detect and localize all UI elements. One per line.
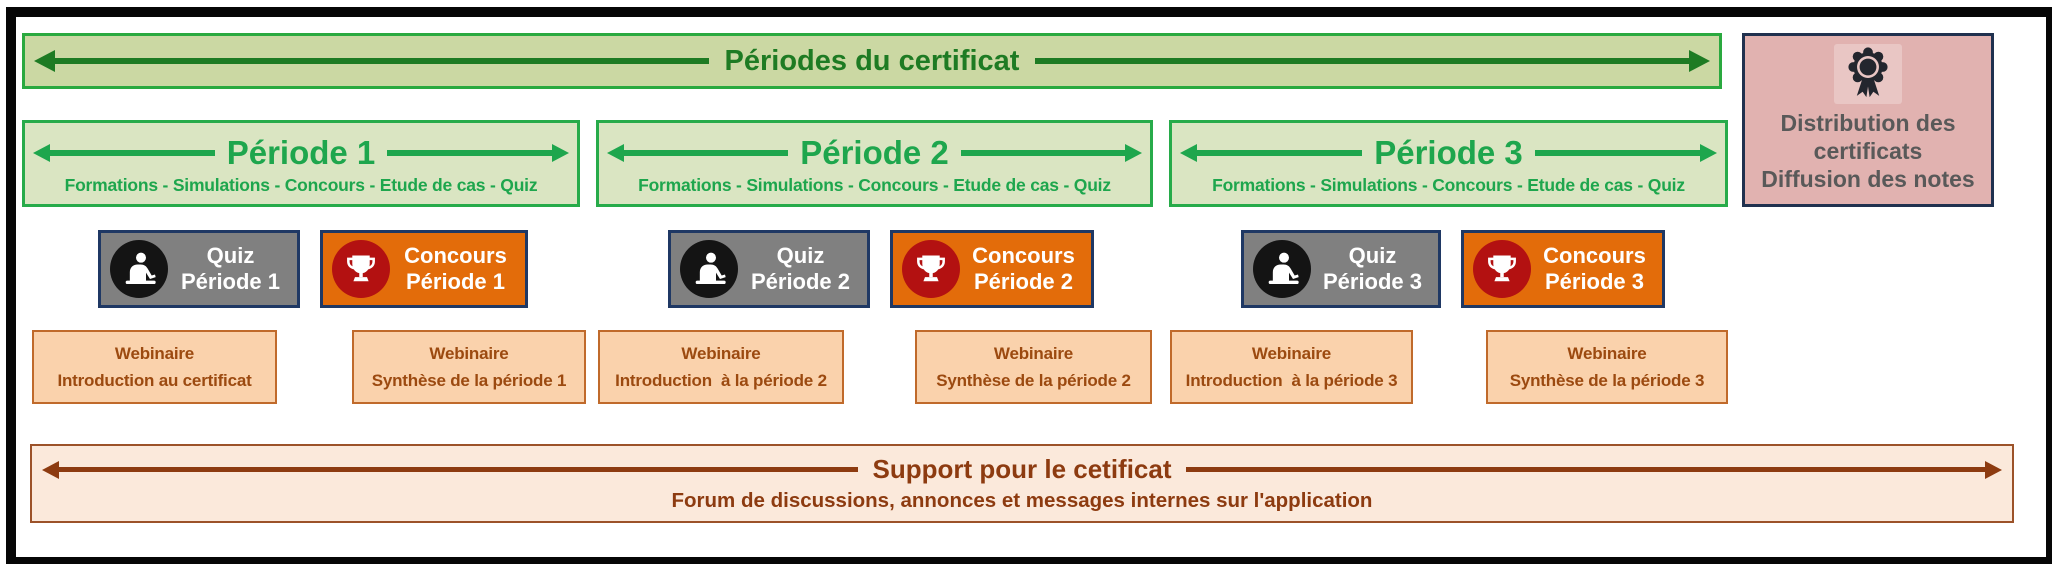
webinar-line2: Synthèse de la période 1 <box>371 370 567 390</box>
activity-line2: Période 1 <box>180 269 281 294</box>
periods-banner-title: Périodes du certificat <box>724 44 1020 77</box>
quiz-period-2-box: Quiz Période 2 <box>668 230 870 308</box>
arrow-line <box>1197 149 1363 156</box>
webinar-line1: Webinaire <box>681 343 761 363</box>
certificates-distribution-text: Distribution des certificats Diffusion d… <box>1761 109 1974 193</box>
webinar-synthese-3-box: Webinaire Synthèse de la période 3 <box>1486 330 1728 404</box>
period-title: Période 2 <box>800 133 949 171</box>
support-banner: Support pour le cetificat Forum de discu… <box>30 444 2014 523</box>
activity-line1: Concours <box>1543 242 1646 268</box>
writer-icon <box>110 240 168 298</box>
period-3-box: Période 3 Formations - Simulations - Con… <box>1169 120 1728 207</box>
activity-line2: Période 3 <box>1322 269 1423 294</box>
webinar-line1: Webinaire <box>1567 343 1647 363</box>
webinar-synthese-1-box: Webinaire Synthèse de la période 1 <box>352 330 586 404</box>
webinar-intro-2-box: Webinaire Introduction à la période 2 <box>598 330 844 404</box>
writer-icon <box>1253 240 1311 298</box>
trophy-icon <box>332 240 390 298</box>
activity-label: Concours Période 1 <box>390 243 525 296</box>
arrow-line <box>387 149 553 156</box>
trophy-icon <box>902 240 960 298</box>
activity-line1: Quiz <box>776 242 825 268</box>
period-1-box: Période 1 Formations - Simulations - Con… <box>22 120 580 207</box>
webinar-line2: Introduction au certificat <box>57 370 252 390</box>
period-subtitle: Formations - Simulations - Concours - Et… <box>638 174 1111 195</box>
webinar-line1: Webinaire <box>429 343 509 363</box>
period-title: Période 3 <box>1374 133 1523 171</box>
arrowhead-right-icon <box>552 143 570 162</box>
arrow-line <box>960 149 1126 156</box>
activity-line2: Période 2 <box>750 269 851 294</box>
arrowhead-right-icon <box>1689 50 1710 72</box>
certificates-distribution-box: Distribution des certificats Diffusion d… <box>1742 33 1994 207</box>
webinar-synthese-2-box: Webinaire Synthèse de la période 2 <box>915 330 1152 404</box>
trophy-icon <box>1473 240 1531 298</box>
arrowhead-right-icon <box>1985 460 2002 479</box>
arrowhead-right-icon <box>1125 143 1143 162</box>
activity-line1: Quiz <box>206 242 255 268</box>
support-subtitle: Forum de discussions, annonces et messag… <box>671 489 1373 512</box>
activity-line1: Concours <box>404 242 507 268</box>
activity-line2: Période 1 <box>405 269 506 294</box>
period-2-box: Période 2 Formations - Simulations - Con… <box>596 120 1153 207</box>
quiz-period-1-box: Quiz Période 1 <box>98 230 300 308</box>
webinar-intro-certificat-box: Webinaire Introduction au certificat <box>32 330 277 404</box>
concours-period-1-box: Concours Période 1 <box>320 230 528 308</box>
arrow-line <box>55 58 709 64</box>
activity-line1: Quiz <box>1348 242 1397 268</box>
support-title: Support pour le cetificat <box>872 454 1172 484</box>
arrow-line <box>1035 58 1689 64</box>
periods-banner: Périodes du certificat <box>22 33 1722 89</box>
double-arrow: Période 1 <box>25 134 577 172</box>
activity-line1: Concours <box>972 242 1075 268</box>
arrowhead-left-icon <box>42 460 59 479</box>
arrow-line <box>1185 467 1985 472</box>
double-arrow: Période 2 <box>599 134 1150 172</box>
final-line: certificats <box>1813 138 1923 165</box>
arrow-line <box>50 149 215 156</box>
activity-label: Quiz Période 1 <box>168 243 297 296</box>
webinar-line1: Webinaire <box>993 343 1074 363</box>
concours-period-2-box: Concours Période 2 <box>890 230 1094 308</box>
arrow-line <box>624 149 789 156</box>
arrowhead-right-icon <box>1700 143 1718 162</box>
webinar-line2: Synthèse de la période 3 <box>1509 370 1705 390</box>
arrowhead-left-icon <box>34 50 55 72</box>
quiz-period-3-box: Quiz Période 3 <box>1241 230 1441 308</box>
period-title: Période 1 <box>226 133 376 171</box>
activity-line2: Période 3 <box>1544 269 1645 294</box>
double-arrow: Période 3 <box>1172 134 1725 172</box>
webinar-line1: Webinaire <box>1251 343 1332 363</box>
webinar-line1: Webinaire <box>114 343 195 363</box>
period-subtitle: Formations - Simulations - Concours - Et… <box>64 174 538 195</box>
double-arrow: Support pour le cetificat <box>32 454 2012 485</box>
activity-label: Concours Période 2 <box>960 243 1091 296</box>
webinar-line2: Synthèse de la période 2 <box>936 370 1131 390</box>
arrowhead-left-icon <box>33 143 50 162</box>
activity-label: Quiz Période 2 <box>738 243 867 296</box>
final-line: Distribution des <box>1780 110 1956 136</box>
activity-line2: Période 2 <box>973 269 1074 294</box>
writer-icon <box>680 240 738 298</box>
final-line: Diffusion des notes <box>1761 166 1975 193</box>
award-ribbon-icon <box>1834 44 1902 104</box>
arrow-line <box>59 467 859 472</box>
webinar-line2: Introduction à la période 3 <box>1185 370 1398 390</box>
arrowhead-left-icon <box>607 143 624 162</box>
period-subtitle: Formations - Simulations - Concours - Et… <box>1212 174 1685 195</box>
activity-label: Concours Période 3 <box>1531 243 1662 296</box>
concours-period-3-box: Concours Période 3 <box>1461 230 1665 308</box>
webinar-line2: Introduction à la période 2 <box>615 370 827 390</box>
arrowhead-left-icon <box>1180 143 1197 162</box>
activity-label: Quiz Période 3 <box>1311 243 1438 296</box>
arrow-line <box>1534 149 1701 156</box>
webinar-intro-3-box: Webinaire Introduction à la période 3 <box>1170 330 1413 404</box>
